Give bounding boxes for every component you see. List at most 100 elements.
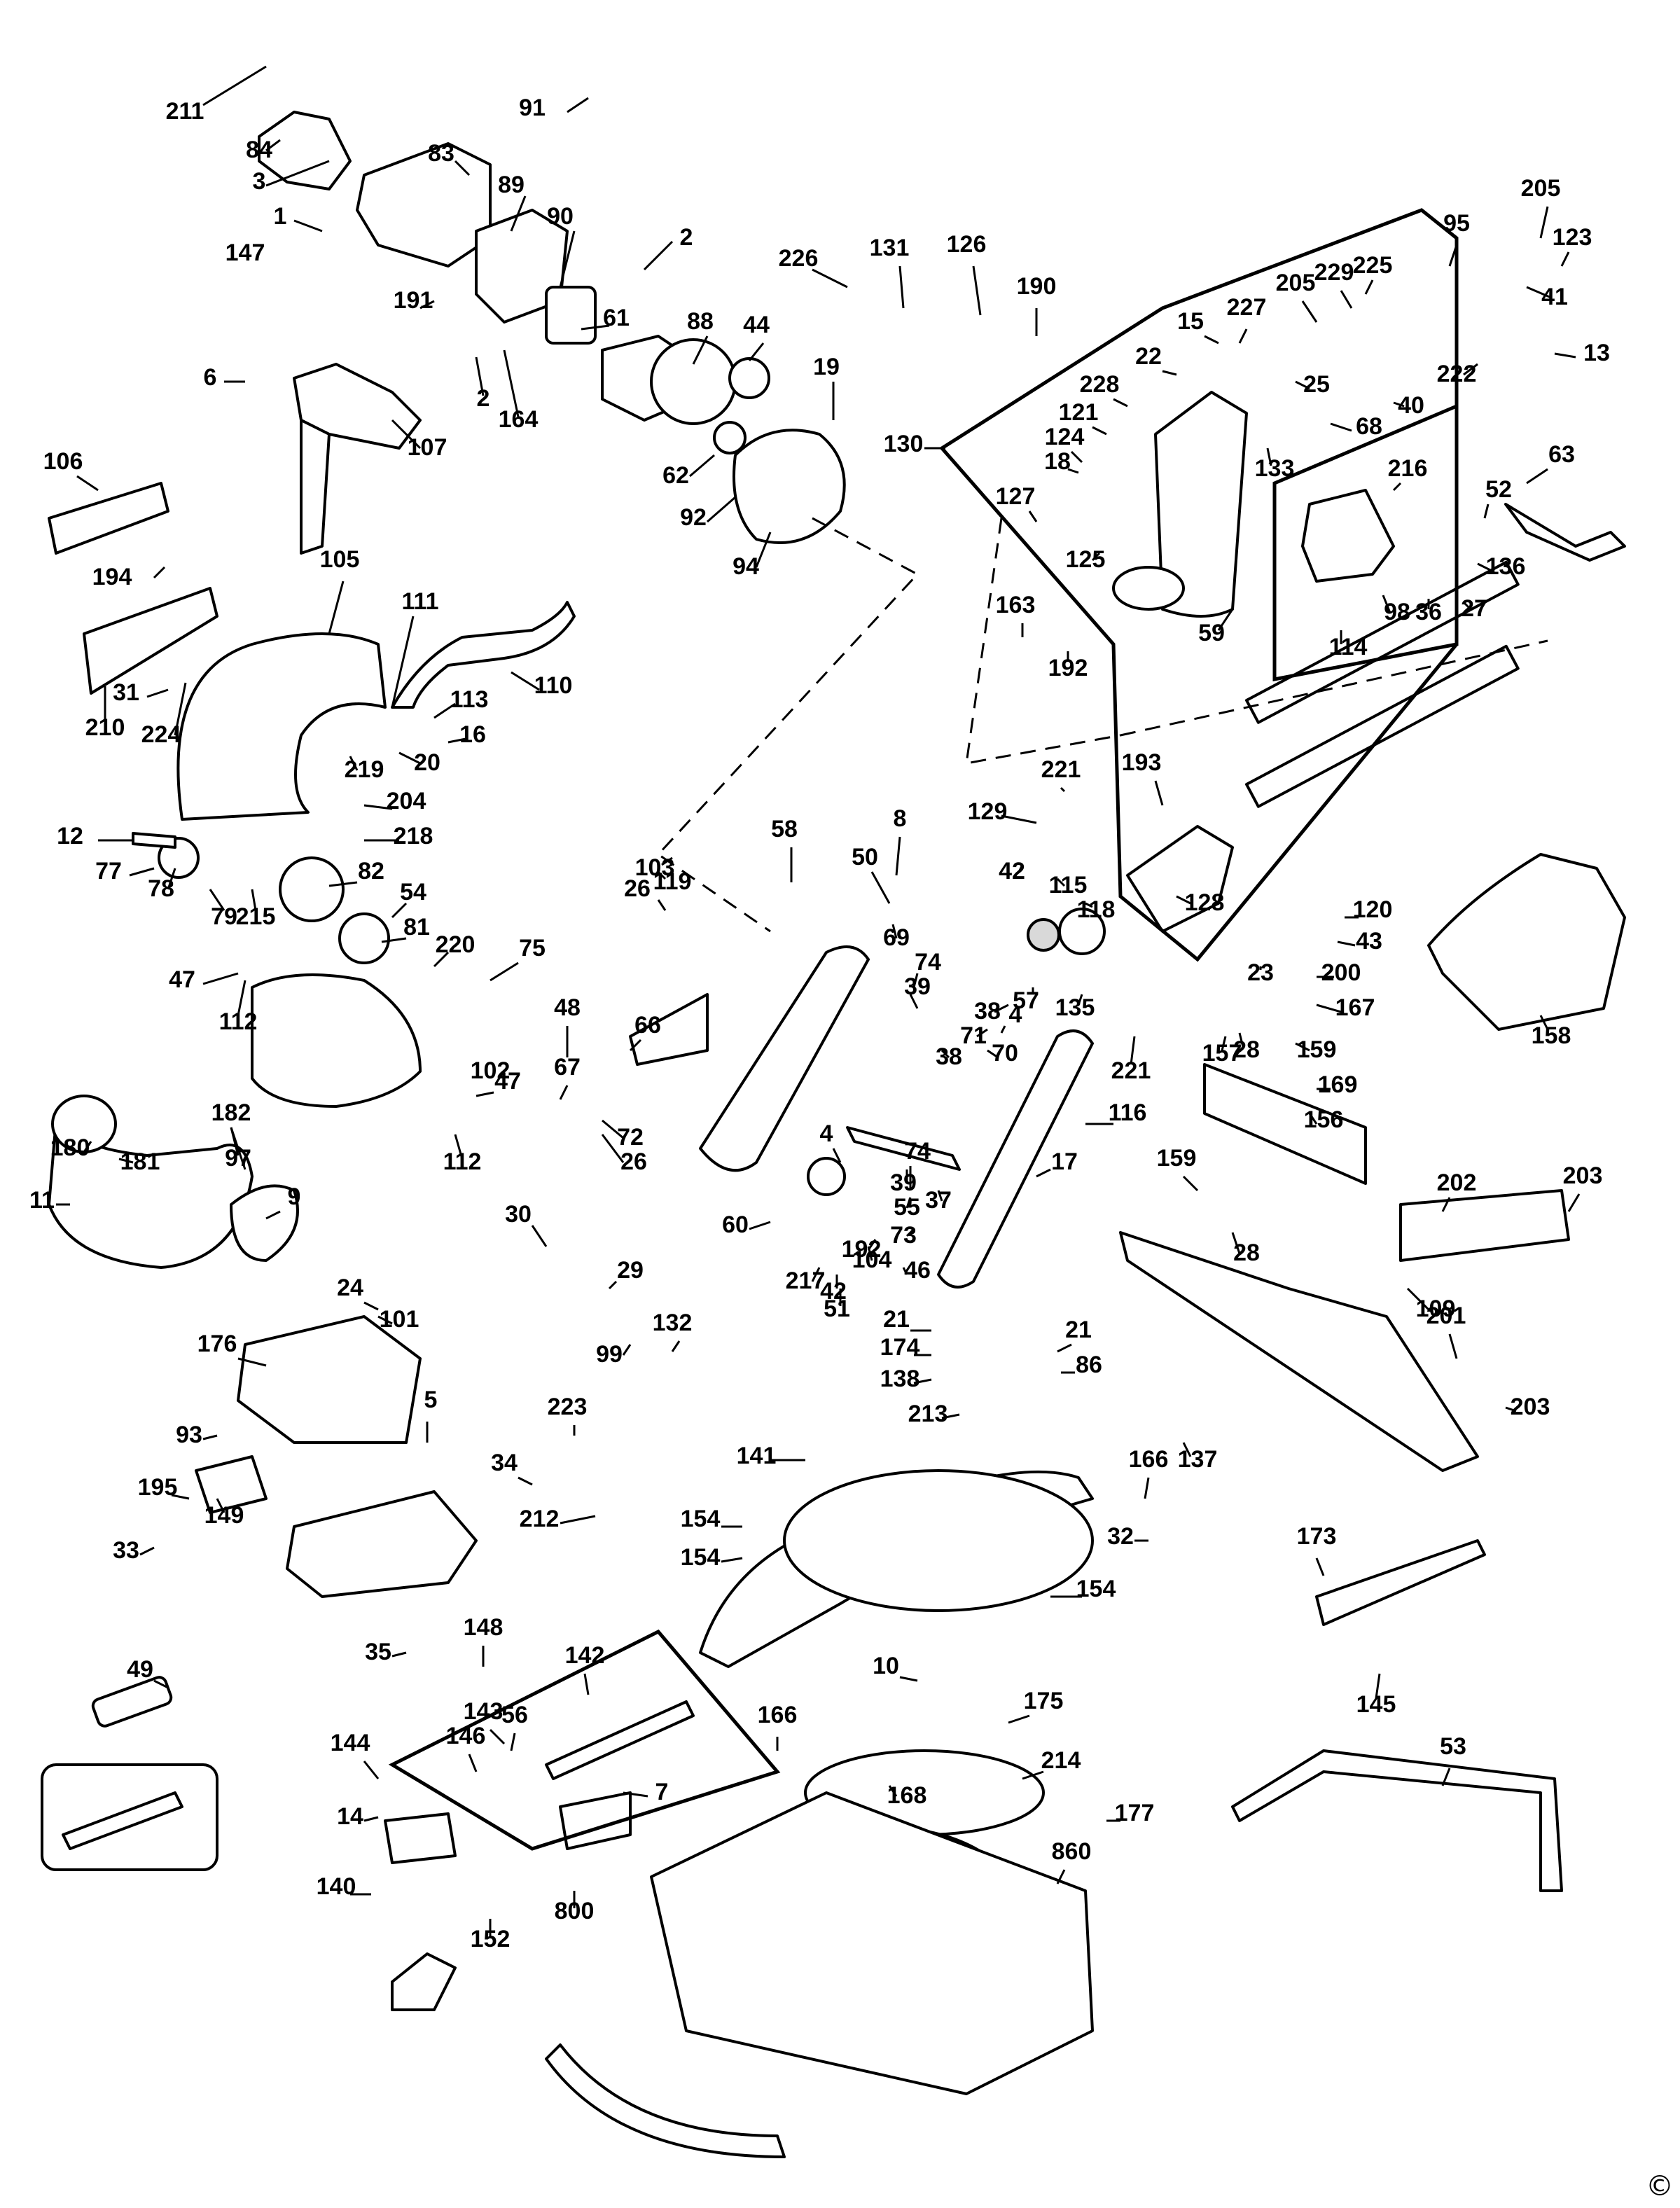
part-callout: 66 bbox=[634, 1012, 661, 1039]
part-callout: 147 bbox=[225, 239, 265, 266]
part-callout: 860 bbox=[1052, 1838, 1092, 1865]
part-callout: 215 bbox=[236, 903, 276, 930]
part-callout: 146 bbox=[446, 1723, 486, 1749]
callout-leader bbox=[377, 1315, 393, 1325]
part-callout: 135 bbox=[1055, 994, 1095, 1021]
callout-leader bbox=[433, 951, 450, 968]
part-callout: 31 bbox=[113, 679, 139, 706]
callout-leader bbox=[1221, 1036, 1227, 1051]
callout-leader bbox=[976, 1028, 988, 1038]
part-callout: 91 bbox=[519, 95, 546, 121]
part-callout: 220 bbox=[436, 931, 475, 958]
callout-leader bbox=[1316, 1004, 1342, 1013]
part-callout: 166 bbox=[1129, 1446, 1169, 1473]
part-callout: 143 bbox=[464, 1698, 504, 1725]
callout-leader bbox=[1295, 380, 1310, 390]
part-callout: 55 bbox=[894, 1194, 920, 1221]
part-callout: 72 bbox=[617, 1124, 644, 1151]
base-casting bbox=[650, 1791, 1094, 2095]
callout-leader bbox=[748, 342, 765, 361]
part-callout: 123 bbox=[1553, 224, 1592, 251]
part-callout: 101 bbox=[380, 1306, 419, 1333]
callout-leader bbox=[1204, 335, 1219, 345]
part-callout: 106 bbox=[43, 448, 83, 475]
callout-leader bbox=[937, 1190, 943, 1202]
part-callout: 224 bbox=[141, 721, 181, 748]
callout-leader bbox=[671, 1340, 681, 1352]
callout-leader bbox=[454, 160, 471, 176]
callout-leader bbox=[602, 1119, 624, 1139]
callout-leader bbox=[898, 265, 905, 309]
callout-leader bbox=[146, 688, 169, 698]
fence-base bbox=[1119, 1231, 1479, 1472]
callout-leader bbox=[1441, 1768, 1451, 1786]
callout-leader bbox=[972, 265, 982, 316]
part-callout: 27 bbox=[1461, 595, 1487, 622]
callout-leader bbox=[1238, 1032, 1244, 1048]
dashed-guide-135 bbox=[965, 518, 1121, 765]
part-callout: 166 bbox=[758, 1702, 798, 1728]
callout-leader bbox=[1539, 1015, 1549, 1030]
callout-leader bbox=[899, 1676, 918, 1682]
callout-leader bbox=[913, 1378, 932, 1384]
part-callout: 182 bbox=[211, 1099, 251, 1126]
callout-leader bbox=[692, 335, 709, 365]
part-callout: 32 bbox=[1107, 1523, 1134, 1550]
handle-grip bbox=[286, 1490, 478, 1598]
table-extension bbox=[1315, 1539, 1486, 1626]
frame-173 bbox=[388, 1629, 781, 1851]
callout-leader bbox=[601, 1134, 625, 1163]
callout-leader bbox=[657, 870, 667, 880]
brush-holder bbox=[545, 286, 597, 345]
part-callout: 204 bbox=[387, 788, 426, 814]
callout-leader bbox=[293, 219, 323, 232]
part-callout: 121 bbox=[1059, 399, 1099, 426]
part-callout: 174 bbox=[880, 1334, 920, 1361]
motor-end-cap bbox=[258, 111, 352, 190]
part-callout: 81 bbox=[403, 914, 430, 940]
part-callout: 203 bbox=[1563, 1162, 1603, 1189]
callout-leader bbox=[622, 1344, 632, 1356]
gear-housing-right bbox=[1112, 566, 1185, 611]
part-callout: 192 bbox=[842, 1236, 882, 1263]
end-bracket bbox=[1301, 489, 1395, 583]
callout-leader bbox=[1176, 895, 1191, 905]
part-callout: 191 bbox=[394, 287, 433, 314]
bearing-60 bbox=[1027, 918, 1060, 952]
part-callout: 200 bbox=[1321, 959, 1361, 986]
part-callout: 71 bbox=[960, 1022, 987, 1049]
callout-leader bbox=[167, 868, 176, 890]
part-drawings bbox=[41, 111, 1626, 2158]
callout-leader bbox=[381, 937, 407, 943]
part-callout: 11 bbox=[29, 1187, 55, 1214]
drive-belt bbox=[846, 1126, 961, 1171]
part-callout: 14 bbox=[337, 1803, 363, 1830]
part-callout: 167 bbox=[1335, 994, 1375, 1021]
callout-leader bbox=[1130, 1036, 1136, 1065]
callout-leader bbox=[129, 867, 155, 877]
callout-leader bbox=[237, 980, 247, 1016]
turntable-disc bbox=[783, 1469, 1094, 1612]
part-callout: 219 bbox=[345, 756, 384, 783]
callout-leader bbox=[1560, 251, 1570, 267]
callout-leader bbox=[489, 1728, 506, 1745]
part-callout: 47 bbox=[494, 1068, 521, 1095]
part-callout: 35 bbox=[365, 1639, 391, 1665]
spindle-lock-ring bbox=[338, 912, 390, 964]
part-callout: 2 bbox=[477, 385, 490, 412]
part-callout: 148 bbox=[464, 1614, 504, 1641]
callout-leader bbox=[1315, 1557, 1325, 1576]
part-callout: 40 bbox=[1398, 392, 1424, 419]
part-callout: 181 bbox=[120, 1148, 160, 1175]
callout-leader bbox=[216, 1498, 225, 1513]
switch-housing bbox=[237, 1315, 422, 1444]
part-callout: 124 bbox=[1045, 424, 1085, 450]
belt-cover bbox=[937, 1029, 1094, 1289]
part-callout: 126 bbox=[947, 231, 987, 258]
part-callout: 3 bbox=[253, 168, 266, 195]
retaining-ring bbox=[728, 357, 770, 399]
callout-leader bbox=[1295, 1042, 1310, 1052]
part-callout: 154 bbox=[1076, 1576, 1116, 1602]
part-callout: 225 bbox=[1353, 252, 1393, 279]
